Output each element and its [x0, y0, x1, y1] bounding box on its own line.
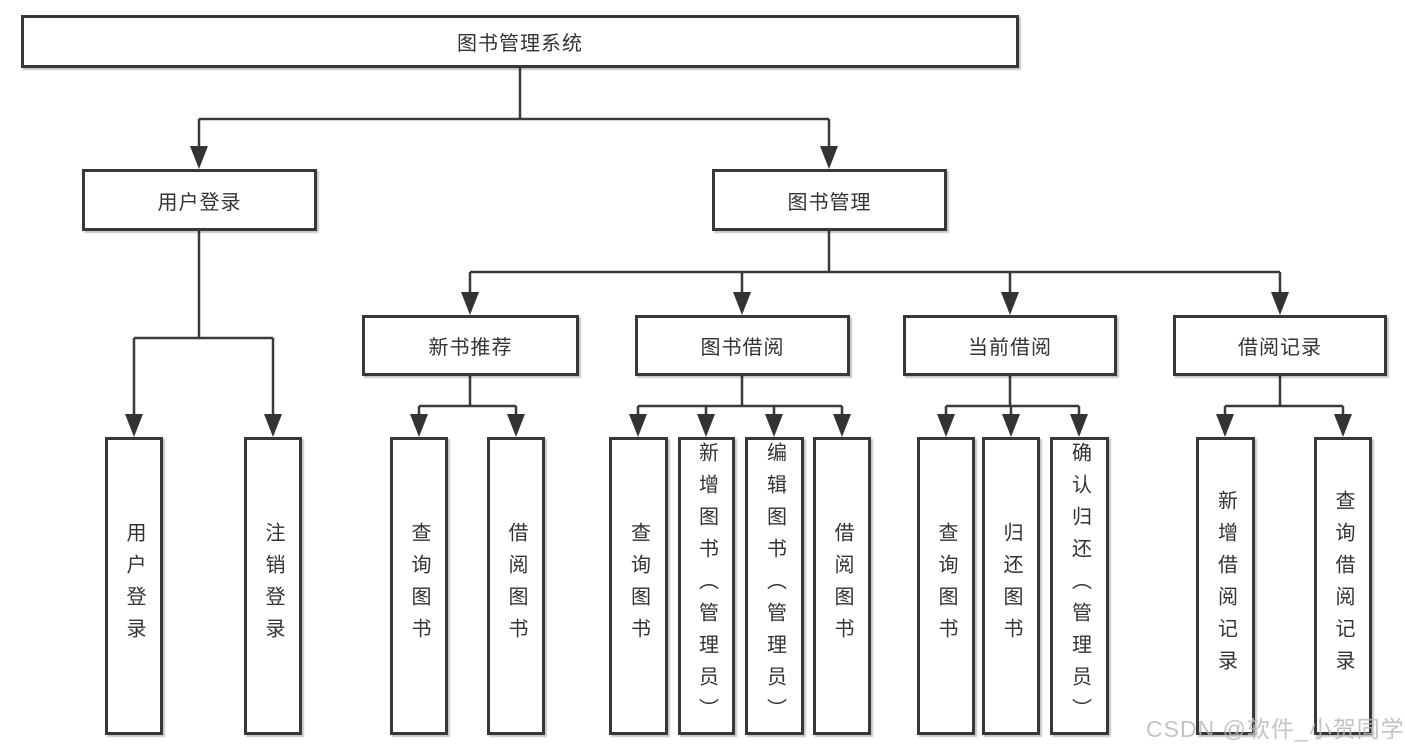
node-label: 借阅记录 [1238, 337, 1322, 359]
node-book-borrow: 图书借阅 [635, 315, 850, 376]
node-label: 查询图书 [408, 522, 430, 650]
leaf-edit-book-admin: 编辑图书（管理员） [745, 437, 804, 735]
node-label: 查询借阅记录 [1332, 490, 1354, 682]
node-user-login: 用户登录 [82, 169, 317, 231]
node-system-root: 图书管理系统 [21, 15, 1019, 68]
leaf-query-borrow-record: 查询借阅记录 [1314, 437, 1372, 735]
csdn-watermark: CSDN @软件_小贺同学 [1146, 716, 1405, 742]
node-label: 确认归还（管理员） [1068, 442, 1091, 730]
node-new-book-recommend: 新书推荐 [362, 315, 579, 376]
node-label: 归还图书 [1000, 522, 1022, 650]
node-label: 用户登录 [157, 191, 242, 214]
node-label: 当前借阅 [968, 337, 1052, 359]
node-label: 查询图书 [935, 522, 957, 650]
node-label: 借阅图书 [831, 522, 853, 650]
leaf-query-book-borrow: 查询图书 [609, 437, 668, 735]
node-label: 图书管理系统 [457, 33, 583, 55]
leaf-logout: 注销登录 [244, 437, 302, 735]
leaf-add-book-admin: 新增图书（管理员） [678, 437, 735, 735]
node-book-management: 图书管理 [712, 169, 947, 231]
leaf-user-login: 用户登录 [105, 437, 163, 735]
leaf-borrow-book: 借阅图书 [813, 437, 871, 735]
leaf-query-book-recommend: 查询图书 [390, 437, 448, 735]
node-label: 图书管理 [787, 191, 872, 214]
node-label: 图书借阅 [700, 337, 785, 359]
node-label: 查询图书 [627, 522, 650, 650]
leaf-confirm-return-admin: 确认归还（管理员） [1050, 437, 1109, 735]
node-label: 新增图书（管理员） [695, 442, 718, 730]
node-label: 编辑图书（管理员） [763, 442, 786, 730]
node-label: 用户登录 [123, 522, 145, 650]
leaf-add-borrow-record: 新增借阅记录 [1196, 437, 1255, 735]
node-label: 借阅图书 [505, 522, 527, 650]
node-borrow-records: 借阅记录 [1173, 315, 1387, 376]
node-label: 注销登录 [262, 522, 284, 650]
leaf-borrow-book-recommend: 借阅图书 [487, 437, 545, 735]
node-current-borrow: 当前借阅 [903, 315, 1117, 376]
leaf-return-book: 归还图书 [982, 437, 1040, 735]
leaf-query-book-current: 查询图书 [917, 437, 975, 735]
node-label: 新书推荐 [428, 337, 513, 359]
node-label: 新增借阅记录 [1214, 490, 1237, 682]
